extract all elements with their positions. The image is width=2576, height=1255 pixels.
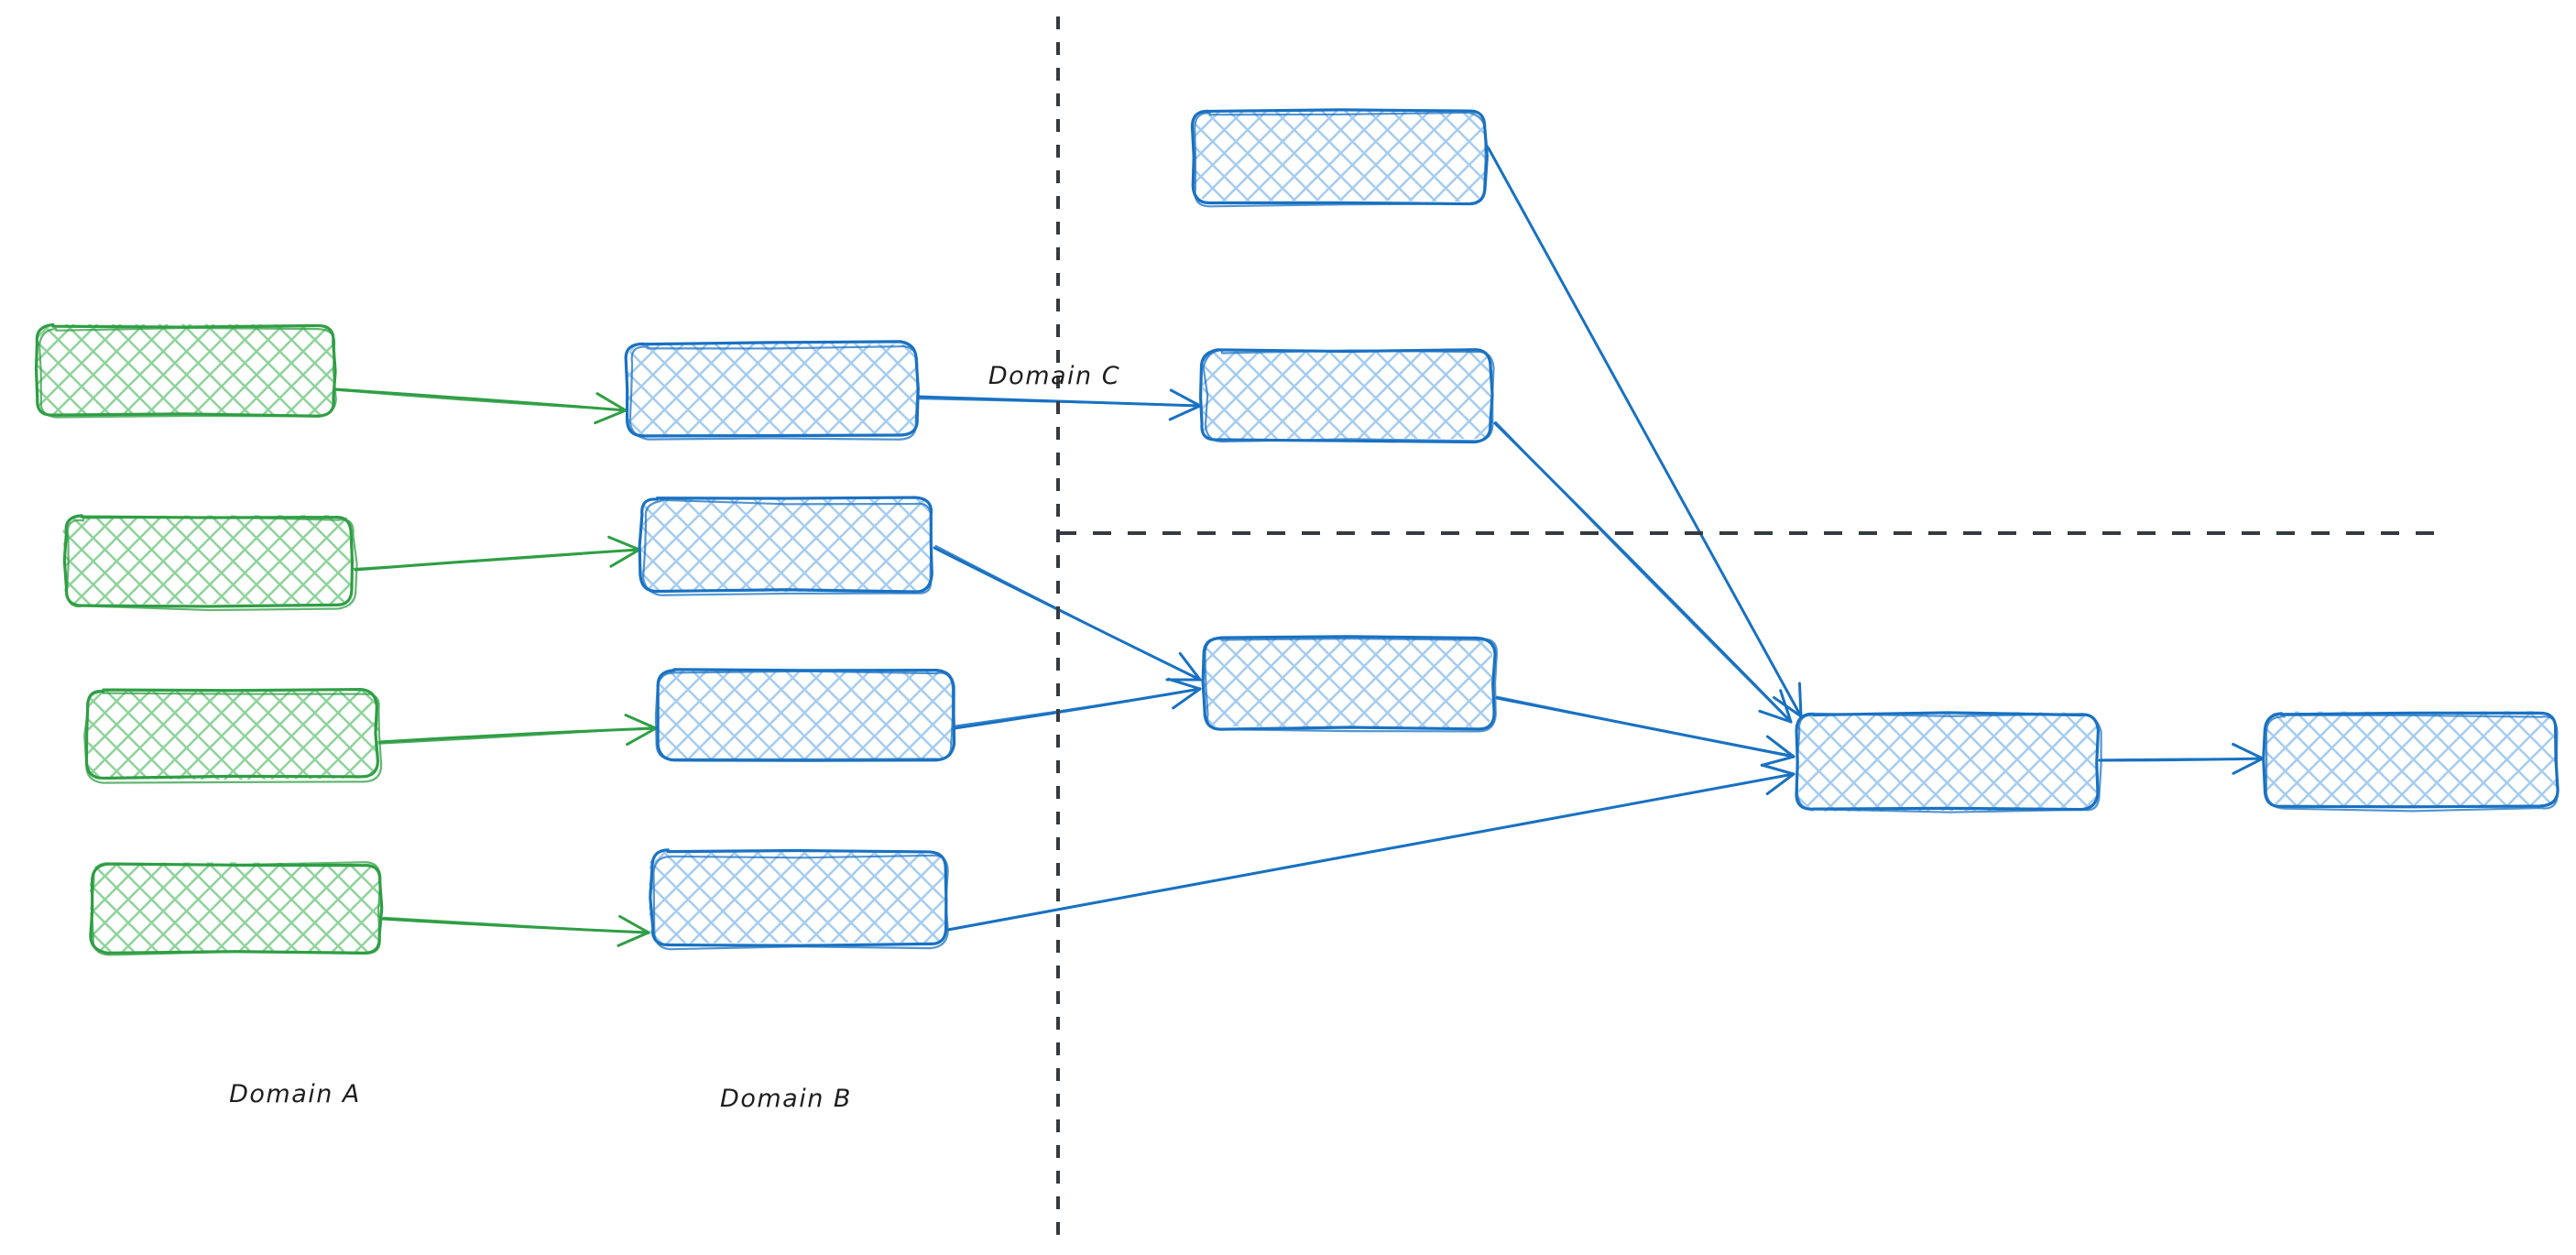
edge-e-b3-c3 [952,677,1202,730]
dividers-layer [1056,16,2448,1242]
edge-shaft-b [353,548,640,570]
node-outline-b-d1 [1796,712,2102,813]
edge-e-a2-b2 [353,535,641,572]
arrowhead-wing-top [1168,404,1202,421]
node-fill-c3 [1202,635,1494,728]
arrowhead-wing-bottom [1779,689,1793,724]
node-outline-a-c2 [1198,348,1494,444]
node-outline-b-b3 [654,670,955,760]
node-outline-b-a4 [90,861,382,956]
arrowhead-wing-top [1758,709,1793,724]
node-a3[interactable] [83,687,383,784]
node-b1[interactable] [624,340,920,441]
arrowhead-wing-bottom [624,714,658,730]
node-fill-b4 [649,850,946,944]
labels-layer: Domain A Domain B Domain C [229,362,1120,1113]
node-c3[interactable] [1201,635,1498,733]
node-outline-a-a2 [62,514,355,608]
node-outline-b-c1 [1194,111,1487,208]
edge-shaft-b [934,544,1202,682]
edge-e-a3-b3 [377,714,658,747]
edge-e-a1-b1 [333,387,628,425]
arrowhead-wing-top [1772,695,1803,718]
arrowhead-wing-top [1172,687,1202,710]
edge-shaft-b [377,726,657,745]
node-b3[interactable] [654,668,956,762]
node-outline-b-a3 [83,690,383,784]
node-fill-a1 [36,323,334,416]
arrowhead-wing-bottom [1765,735,1796,758]
arrowhead-wing-bottom [607,535,641,551]
node-outline-b-b2 [641,498,933,596]
node-outline-b-b1 [628,345,919,441]
edge-shaft-b [952,687,1202,727]
arrowhead-wing-bottom [1797,682,1803,718]
edge-e-c3-d1 [1495,695,1796,767]
edge-e-d1-d2 [2098,742,2265,775]
label-domain-a: Domain A [229,1080,361,1108]
arrowhead-wing-bottom [1169,388,1202,408]
edge-shaft-b [382,916,650,934]
edge-shaft-b [1494,420,1792,724]
node-d1[interactable] [1795,711,2102,813]
arrowhead-wing-top [626,726,658,747]
node-outline-b-c3 [1204,637,1498,733]
node-outline-b-d2 [2265,714,2559,813]
edge-e-b4-d1 [946,763,1796,932]
edge-e-b2-c3 [933,544,1202,682]
node-a2[interactable] [62,514,358,612]
nodes-layer [34,108,2560,956]
node-fill-a2 [62,515,354,605]
edge-shaft-b [1496,695,1796,758]
node-outline-b-b4 [652,854,949,951]
arrowhead-wing-bottom [1178,651,1202,682]
arrowhead-wing-top [617,931,650,947]
edge-shaft-b [333,388,628,411]
node-fill-b3 [657,670,955,761]
arrowhead-wing-top [1765,772,1796,796]
arrowhead-wing-top [609,548,641,568]
edge-shaft-b [946,772,1796,931]
arrowhead-wing-bottom [2232,742,2265,760]
edge-shaft-b [1486,145,1803,718]
arrowhead-wing-top [594,409,628,425]
node-fill-a3 [88,690,379,780]
node-fill-c1 [1194,110,1486,202]
node-fill-a4 [89,862,381,955]
node-fill-b2 [639,497,933,593]
node-fill-c2 [1202,348,1494,440]
node-outline-b-a2 [65,516,358,612]
node-a1[interactable] [34,322,337,419]
node-d2[interactable] [2262,711,2560,813]
node-b2[interactable] [638,496,933,596]
label-domain-c: Domain C [988,362,1120,390]
node-outline-b-c2 [1202,349,1495,443]
node-outline-a-c3 [1201,635,1497,731]
arrowhead-wing-bottom [595,392,628,412]
arrowhead-wing-top [2232,757,2265,775]
edge-e-c2-d1 [1493,420,1793,724]
node-fill-d2 [2265,711,2559,806]
edges-layer [333,145,2265,947]
node-outline-b-a1 [38,326,337,419]
arrowhead-wing-top [1760,755,1796,767]
arrowhead-wing-bottom [618,914,650,934]
node-outline-a-a1 [34,322,337,418]
node-fill-d1 [1796,711,2098,812]
node-b4[interactable] [649,848,949,951]
edge-e-a4-b4 [380,914,650,947]
label-domain-b: Domain B [720,1085,852,1113]
edge-shaft-b [2099,758,2265,761]
arrowhead-wing-bottom [1760,763,1796,776]
node-outline-a-b2 [638,496,933,594]
node-c2[interactable] [1198,348,1495,444]
node-a4[interactable] [89,861,384,956]
arrowhead-wing-bottom [1167,677,1202,691]
edge-e-c1-d1 [1486,145,1803,718]
node-c1[interactable] [1190,108,1489,208]
node-fill-b1 [627,343,917,437]
